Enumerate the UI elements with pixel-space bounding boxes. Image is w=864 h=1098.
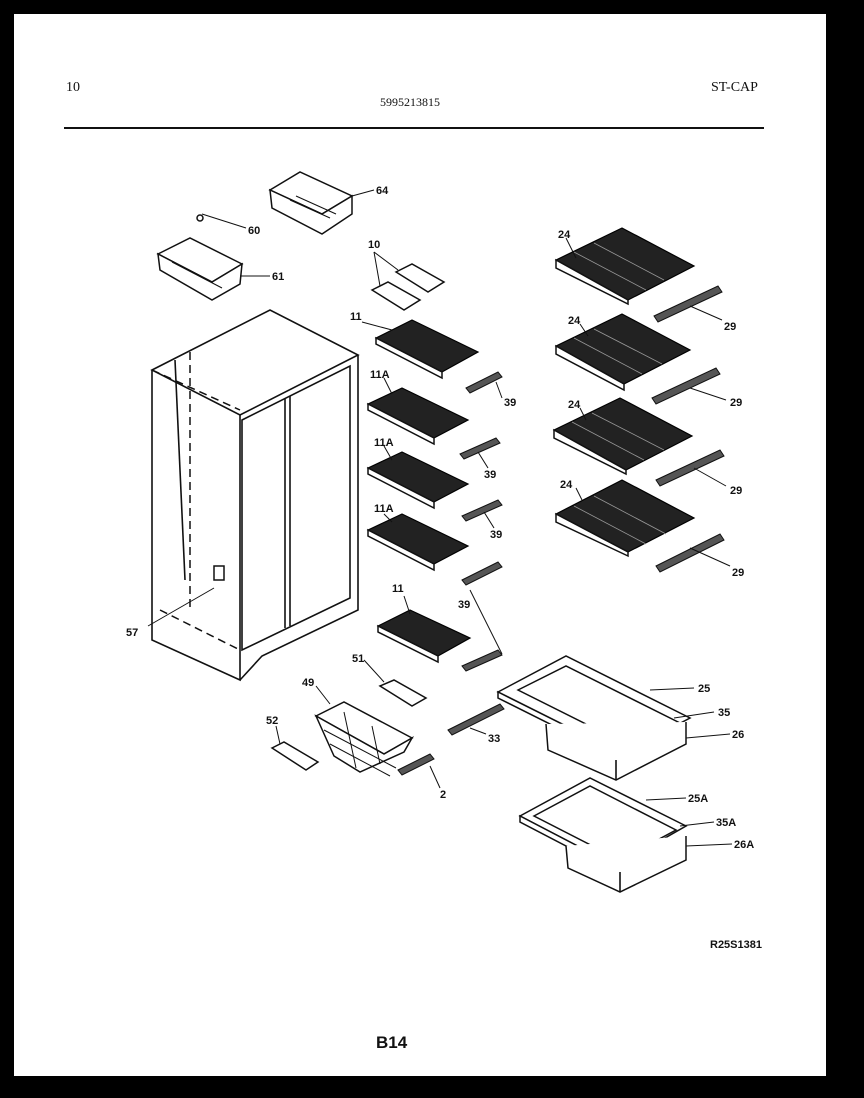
leader-lines (147, 189, 733, 847)
callout-26A: 26A (734, 839, 754, 851)
callout-11A-3: 11A (374, 503, 394, 515)
part-61-bracket (156, 214, 244, 301)
callout-26: 26 (732, 729, 744, 741)
part-64-tray (268, 171, 354, 235)
part-10-clips (370, 263, 446, 311)
callout-11-b: 11 (392, 583, 404, 595)
callout-25: 25 (698, 683, 710, 695)
callout-35: 35 (718, 707, 730, 719)
callout-25A: 25A (688, 793, 708, 805)
page-number: 10 (66, 80, 80, 95)
callout-57: 57 (126, 627, 138, 639)
shelf-rails-39-33 (447, 371, 505, 736)
footer-page-label: B14 (376, 1033, 408, 1052)
callout-61: 61 (272, 271, 284, 283)
model-code: ST-CAP (711, 80, 758, 95)
callout-24-b: 24 (568, 315, 581, 327)
callout-33: 33 (488, 733, 500, 745)
crisper-lower (518, 777, 688, 893)
parts-diagram-sheet: 10 5995213815 ST-CAP (14, 14, 826, 1076)
callout-29-b: 29 (730, 397, 742, 409)
shelf-11-upper (374, 319, 480, 380)
callout-64: 64 (376, 185, 389, 197)
shelf-11A-2 (366, 451, 470, 510)
callout-24-c: 24 (568, 399, 581, 411)
callout-51: 51 (352, 653, 364, 665)
callout-39-b: 39 (484, 469, 496, 481)
crisper-upper (496, 655, 692, 781)
callout-2: 2 (440, 789, 446, 801)
shelf-11A-1 (366, 387, 470, 446)
callout-60: 60 (248, 225, 260, 237)
shelf-24-2 (554, 313, 692, 392)
callout-35A: 35A (716, 817, 736, 829)
callout-11A-2: 11A (374, 437, 394, 449)
refrigerator-cabinet (150, 309, 360, 682)
drawing-code: R25S1381 (710, 939, 762, 951)
callout-29-a: 29 (724, 321, 736, 333)
callout-10: 10 (368, 239, 380, 251)
callout-52: 52 (266, 715, 278, 727)
shelf-11A-3 (366, 513, 470, 572)
callout-24-d: 24 (560, 479, 573, 491)
shelf-24-3 (552, 397, 694, 476)
callout-11A-1: 11A (370, 369, 390, 381)
callout-49: 49 (302, 677, 314, 689)
shelf-11-lower (376, 609, 472, 664)
basket-49 (314, 701, 415, 777)
callout-39-d: 39 (458, 599, 470, 611)
shelf-rails-29 (651, 285, 725, 573)
callout-29-c: 29 (730, 485, 742, 497)
callout-39-c: 39 (490, 529, 502, 541)
callout-39-a: 39 (504, 397, 516, 409)
part-51-52-2 (270, 679, 435, 776)
shelf-24-4 (554, 479, 696, 558)
shelf-24-1 (554, 227, 696, 306)
exploded-view-drawing: 64 60 61 10 24 24 24 24 11 11A 11A 11A 1… (64, 127, 764, 1052)
callout-29-d: 29 (732, 567, 744, 579)
callout-24-a: 24 (558, 229, 571, 241)
part-number: 5995213815 (380, 95, 440, 109)
callout-11-a: 11 (350, 311, 362, 323)
